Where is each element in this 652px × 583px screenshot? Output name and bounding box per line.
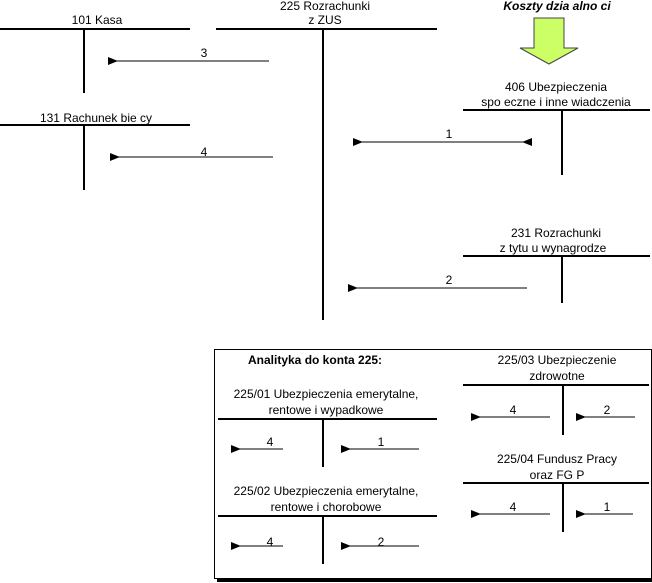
t-account-225 bbox=[216, 28, 437, 320]
label-225-01-right: 1 bbox=[377, 435, 385, 449]
green-down-arrow-icon bbox=[519, 17, 579, 65]
label-225-03-line1: 225/03 Ubezpieczenie bbox=[497, 353, 617, 367]
label-225-02-right: 2 bbox=[377, 535, 385, 549]
arrow-2-label: 2 bbox=[445, 273, 453, 287]
t-account-131 bbox=[0, 124, 190, 190]
label-225-04-left: 4 bbox=[509, 500, 517, 514]
t-account-225-04 bbox=[463, 482, 649, 532]
arrow-3-label: 3 bbox=[200, 46, 208, 60]
label-231-line1: 231 Rozrachunki bbox=[510, 226, 602, 240]
arrow-1-label: 1 bbox=[445, 127, 453, 141]
label-225-03-line2: zdrowotne bbox=[529, 369, 585, 383]
label-101-kasa: 101 Kasa bbox=[71, 13, 123, 27]
t-account-406 bbox=[463, 109, 650, 175]
label-225-04-line2: oraz FG P bbox=[529, 468, 585, 482]
analytics-title: Analityka do konta 225: bbox=[248, 353, 383, 367]
label-225-01-left: 4 bbox=[266, 435, 274, 449]
arrow-4-label: 4 bbox=[200, 145, 208, 159]
t-account-225-02 bbox=[218, 515, 437, 564]
analytics-box bbox=[214, 349, 652, 579]
label-225-line2: z ZUS bbox=[308, 13, 342, 27]
label-225-03-right: 2 bbox=[603, 403, 611, 417]
label-225-04-right: 1 bbox=[603, 500, 611, 514]
label-231-line2: z tytu u wynagrodze bbox=[499, 241, 607, 255]
label-406-line1: 406 Ubezpieczenia bbox=[504, 80, 608, 94]
t-account-231 bbox=[463, 255, 650, 303]
label-225-02-line1: 225/02 Ubezpieczenia emerytalne, bbox=[233, 484, 419, 498]
label-225-02-left: 4 bbox=[266, 535, 274, 549]
label-225-02-line2: rentowe i chorobowe bbox=[270, 500, 382, 514]
koszty-header: Koszty dzia alno ci bbox=[503, 0, 611, 13]
label-225-01-line1: 225/01 Ubezpieczenia emerytalne, bbox=[233, 387, 419, 401]
t-account-225-03 bbox=[463, 384, 649, 435]
t-account-225-01 bbox=[218, 418, 437, 467]
label-131-rachunek: 131 Rachunek bie cy bbox=[39, 111, 153, 125]
label-225-01-line2: rentowe i wypadkowe bbox=[268, 403, 384, 417]
label-225-line1: 225 Rozrachunki bbox=[279, 0, 371, 13]
label-225-04-line1: 225/04 Fundusz Pracy bbox=[496, 452, 618, 466]
analytics-lines bbox=[218, 384, 649, 564]
label-406-line2: spo eczne i inne wiadczenia bbox=[481, 95, 631, 109]
t-account-101 bbox=[0, 28, 190, 93]
label-225-03-left: 4 bbox=[509, 403, 517, 417]
